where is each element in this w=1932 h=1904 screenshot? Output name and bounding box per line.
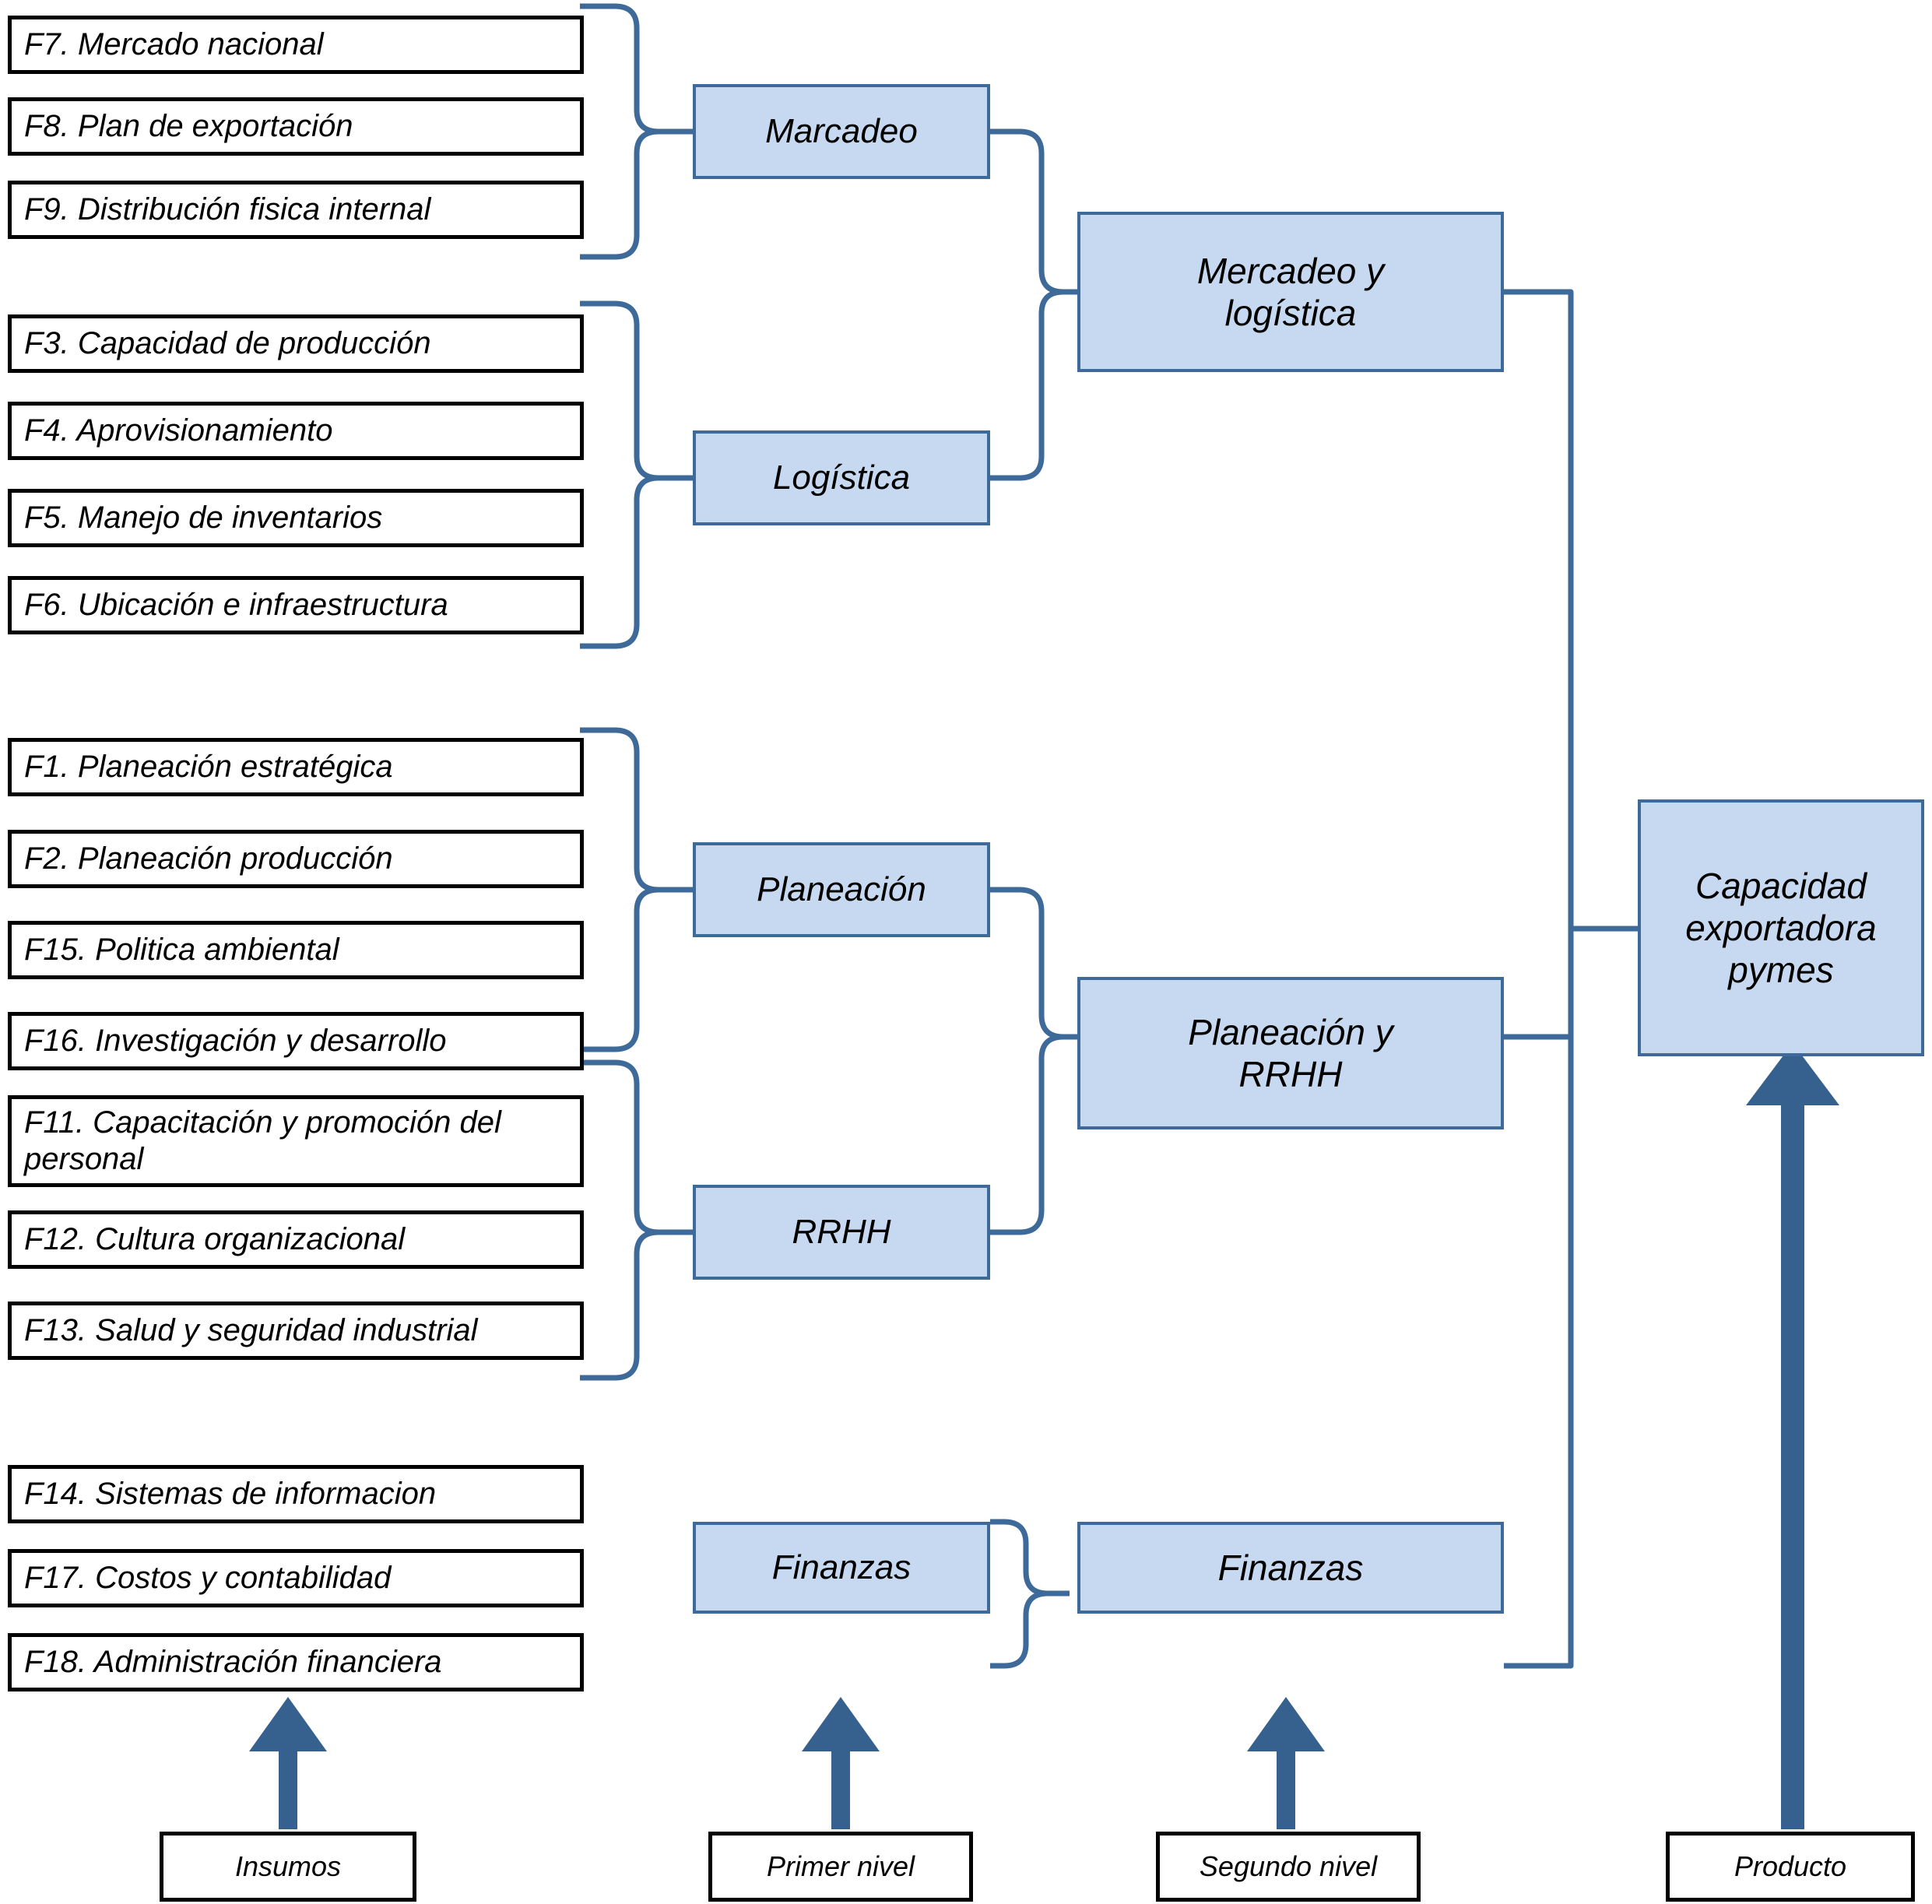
first-level-planeacion[interactable]: Planeación [693, 842, 990, 937]
link-mercadeo-to-product [1504, 289, 1638, 932]
arrow-segundo-nivel [1247, 1697, 1325, 1829]
bracket-rrhh-bottom [580, 1229, 693, 1381]
input-box-f2[interactable]: F2. Planeación producción [8, 830, 584, 888]
input-box-f4[interactable]: F4. Aprovisionamiento [8, 402, 584, 460]
arrow-insumos [249, 1697, 327, 1829]
input-label: F2. Planeación producción [24, 841, 393, 876]
input-box-f8[interactable]: F8. Plan de exportación [8, 97, 584, 156]
arrow-producto [1746, 1043, 1839, 1829]
input-box-f3[interactable]: F3. Capacidad de producción [8, 314, 584, 373]
second-level-label: Planeación y RRHH [1188, 1011, 1393, 1094]
arrow-primer-nivel [802, 1697, 880, 1829]
legend-primer-nivel[interactable]: Primer nivel [708, 1832, 973, 1902]
bracket-finanzas-top [990, 1519, 1070, 1597]
bracket-marcadeo-bottom [580, 128, 693, 260]
legend-segundo-nivel[interactable]: Segundo nivel [1156, 1832, 1421, 1902]
second-level-planeacion-rrhh[interactable]: Planeación y RRHH [1077, 977, 1504, 1129]
input-label: F12. Cultura organizacional [24, 1221, 406, 1256]
first-level-marcadeo[interactable]: Marcadeo [693, 84, 990, 179]
second-level-finanzas[interactable]: Finanzas [1077, 1522, 1504, 1614]
first-level-label: Logística [772, 458, 911, 497]
input-label: F7. Mercado nacional [24, 26, 324, 61]
legend-label: Producto [1734, 1850, 1847, 1882]
input-box-f17[interactable]: F17. Costos y contabilidad [8, 1549, 584, 1607]
bracket-rrhh-top [580, 1059, 693, 1235]
input-box-f7[interactable]: F7. Mercado nacional [8, 16, 584, 74]
first-level-finanzas[interactable]: Finanzas [693, 1522, 990, 1614]
input-label: F11. Capacitación y promoción del person… [24, 1105, 501, 1176]
input-box-f5[interactable]: F5. Manejo de inventarios [8, 489, 584, 547]
first-level-logistica[interactable]: Logística [693, 430, 990, 525]
input-label: F9. Distribución fisica internal [24, 191, 431, 227]
input-label: F1. Planeación estratégica [24, 749, 393, 784]
input-box-f15[interactable]: F15. Politica ambiental [8, 921, 584, 979]
legend-insumos[interactable]: Insumos [160, 1832, 416, 1902]
first-level-label: Planeación [757, 870, 926, 909]
legend-label: Primer nivel [766, 1850, 915, 1882]
second-level-label: Mercadeo y logística [1196, 250, 1385, 333]
bracket-logistica-top [580, 300, 693, 481]
legend-label: Segundo nivel [1199, 1850, 1378, 1882]
link-finanzas-to-product [1504, 929, 1574, 1669]
input-box-f6[interactable]: F6. Ubicación e infraestructura [8, 576, 584, 634]
input-label: F17. Costos y contabilidad [24, 1560, 392, 1595]
input-box-f13[interactable]: F13. Salud y seguridad industrial [8, 1302, 584, 1360]
input-label: F14. Sistemas de informacion [24, 1476, 437, 1511]
second-level-mercadeo-logistica[interactable]: Mercadeo y logística [1077, 212, 1504, 372]
input-label: F15. Politica ambiental [24, 932, 339, 967]
input-label: F13. Salud y seguridad industrial [24, 1312, 478, 1347]
input-label: F5. Manejo de inventarios [24, 500, 383, 535]
second-level-label: Finanzas [1217, 1547, 1364, 1588]
legend-producto[interactable]: Producto [1666, 1832, 1915, 1902]
input-box-f16[interactable]: F16. Investigación y desarrollo [8, 1012, 584, 1070]
bracket-finanzas-bottom [990, 1590, 1070, 1669]
first-level-label: RRHH [792, 1213, 891, 1252]
legend-label: Insumos [234, 1850, 342, 1882]
bracket-logistica-bottom [580, 475, 693, 649]
input-box-f12[interactable]: F12. Cultura organizacional [8, 1210, 584, 1269]
input-label: F16. Investigación y desarrollo [24, 1023, 447, 1058]
input-box-f1[interactable]: F1. Planeación estratégica [8, 738, 584, 796]
input-box-f14[interactable]: F14. Sistemas de informacion [8, 1465, 584, 1523]
input-label: F8. Plan de exportación [24, 108, 353, 143]
first-level-label: Marcadeo [765, 112, 918, 151]
bracket-planeacion-top [580, 727, 693, 893]
input-label: F6. Ubicación e infraestructura [24, 587, 448, 622]
input-box-f18[interactable]: F18. Administración financiera [8, 1633, 584, 1691]
bracket-planeacion-bottom [580, 887, 693, 1052]
input-box-f9[interactable]: F9. Distribución fisica internal [8, 181, 584, 239]
first-level-label: Finanzas [771, 1548, 912, 1587]
first-level-rrhh[interactable]: RRHH [693, 1185, 990, 1280]
bracket-marcadeo-top [580, 3, 693, 135]
input-label: F4. Aprovisionamiento [24, 413, 333, 448]
product-capacidad-exportadora[interactable]: Capacidad exportadora pymes [1638, 799, 1924, 1056]
product-label: Capacidad exportadora pymes [1685, 865, 1877, 991]
input-box-f11[interactable]: F11. Capacitación y promoción del person… [8, 1095, 584, 1187]
input-label: F3. Capacidad de producción [24, 325, 431, 360]
input-label: F18. Administración financiera [24, 1644, 442, 1679]
